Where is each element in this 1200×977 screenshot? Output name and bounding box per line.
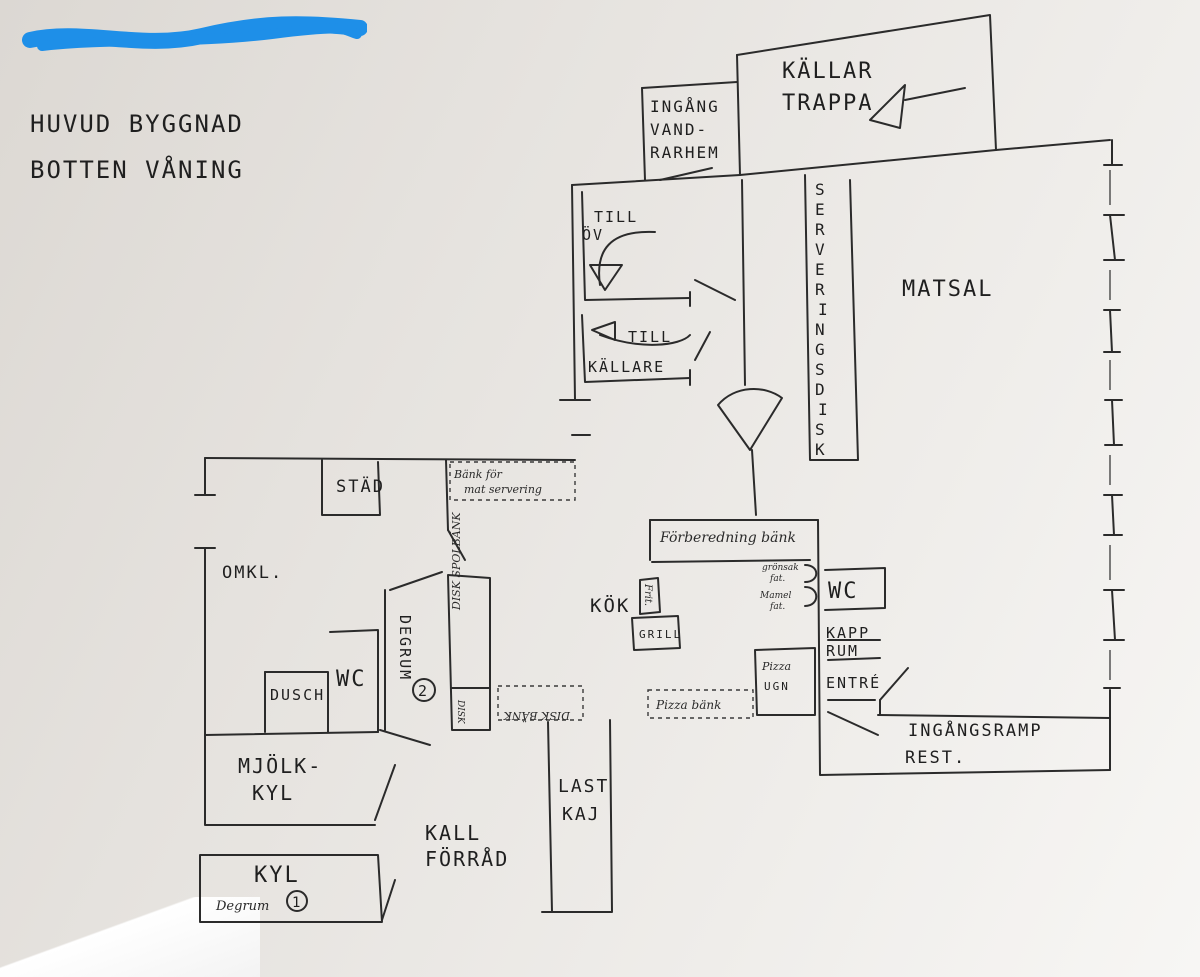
room-mjolk-2: KYL: [252, 781, 294, 805]
room-kapp-1: KAPP: [826, 624, 870, 642]
room-kyl: KYL: [254, 863, 300, 888]
pizza-bank-label: Pizza bänk: [655, 698, 721, 712]
bank-mat-servering-box: [449, 461, 576, 501]
swing-door: [717, 387, 783, 451]
kitchen-walls: [631, 519, 1111, 776]
room-entre: ENTRÉ: [826, 673, 881, 692]
wet-rooms-walls: [199, 571, 491, 923]
stair-lower: [581, 314, 711, 386]
room-degrum: DEGRUM: [396, 615, 414, 681]
svg-text:V: V: [815, 240, 827, 259]
svg-text:S: S: [815, 180, 827, 199]
servering-counter: [804, 174, 859, 461]
stair-till-ov-2: ÖV: [582, 225, 604, 244]
disk-spol-label: DISK SPOLBÄNK: [449, 512, 463, 611]
servering-label: S E R V E R I N G S D I S K: [815, 180, 830, 459]
stair-till-kallare-2: KÄLLARE: [588, 357, 665, 376]
room-ingang-1: INGÅNG: [650, 97, 720, 116]
degrum-number: 2: [418, 682, 429, 700]
svg-text:E: E: [815, 260, 827, 279]
plan-title-line1: HUVUD BYGGNAD: [30, 110, 244, 138]
room-kall-1: KALL: [425, 821, 481, 845]
redaction-scribble: [22, 16, 367, 51]
grill-label: GRILL: [639, 628, 682, 641]
room-wc-left: WC: [336, 667, 367, 692]
svg-text:N: N: [815, 320, 827, 339]
room-kallar-trappa-2: TRAPPA: [782, 91, 873, 116]
stair-till-kallare-1: TILL: [628, 328, 672, 346]
gronsak-label-1: grönsak: [762, 563, 799, 573]
svg-text:I: I: [818, 400, 830, 419]
stair-till-ov-1: TILL: [594, 208, 638, 226]
room-mjolk-1: MJÖLK-: [238, 754, 322, 778]
room-dusch: DUSCH: [270, 686, 325, 704]
paper-corner: [0, 897, 260, 977]
bank-mat-label-2: mat servering: [464, 483, 542, 496]
room-wc-right: WC: [828, 579, 859, 604]
kyl-number: 1: [292, 895, 302, 911]
room-kapp-2: RUM: [826, 642, 859, 660]
pizza-ugn-2: UGN: [764, 680, 790, 693]
room-kallar-trappa-1: KÄLLAR: [782, 58, 873, 84]
svg-text:D: D: [815, 380, 827, 399]
room-last-kaj-1: LAST: [558, 776, 609, 797]
hamel-label-2: fat.: [769, 602, 785, 612]
svg-text:G: G: [815, 340, 827, 359]
room-kok: KÖK: [590, 594, 630, 617]
kyl-number-circle: [286, 890, 308, 912]
disk-bank-box: [497, 685, 584, 721]
room-stad: STÄD: [336, 476, 385, 497]
kyl-degrum-label: Degrum: [215, 899, 269, 914]
svg-text:K: K: [815, 440, 827, 459]
ramp-label-1: INGÅNGSRAMP: [908, 719, 1043, 741]
room-matsal: MATSAL: [902, 277, 993, 302]
forberedning-bank: Förberedning bänk: [659, 530, 796, 546]
room-ingang-3: RARHEM: [650, 143, 720, 162]
pizza-ugn-1: Pizza: [761, 660, 791, 673]
svg-text:E: E: [815, 200, 827, 219]
pizza-bank-box: [647, 689, 754, 719]
degrum-number-circle: [412, 678, 436, 702]
room-omkl: OMKL.: [222, 563, 283, 583]
ramp-label-2: REST.: [905, 748, 966, 768]
svg-text:R: R: [815, 280, 827, 299]
svg-text:R: R: [815, 220, 827, 239]
gronsak-label-2: fat.: [769, 574, 785, 584]
room-last-kaj-2: KAJ: [562, 804, 601, 825]
disk-small-label: DISK: [455, 699, 465, 725]
fritos-label: Frit.: [642, 583, 653, 606]
right-wall-windows: [1103, 170, 1125, 771]
room-kall-2: FÖRRÅD: [425, 847, 509, 871]
left-wing-walls: [194, 434, 591, 736]
last-kaj-walls: [547, 719, 613, 913]
svg-text:S: S: [815, 420, 827, 439]
room-ingang-2: VAND-: [650, 120, 708, 139]
svg-text:I: I: [818, 300, 830, 319]
upper-walls: [559, 14, 1123, 401]
svg-text:S: S: [815, 360, 827, 379]
bank-mat-label-1: Bänk för: [453, 468, 503, 481]
disk-bank-label: DISK BÄNK: [503, 709, 571, 723]
plan-title-line2: BOTTEN VÅNING: [30, 155, 244, 184]
stair-upper: [581, 191, 736, 307]
hamel-label-1: Mamel: [759, 591, 791, 601]
